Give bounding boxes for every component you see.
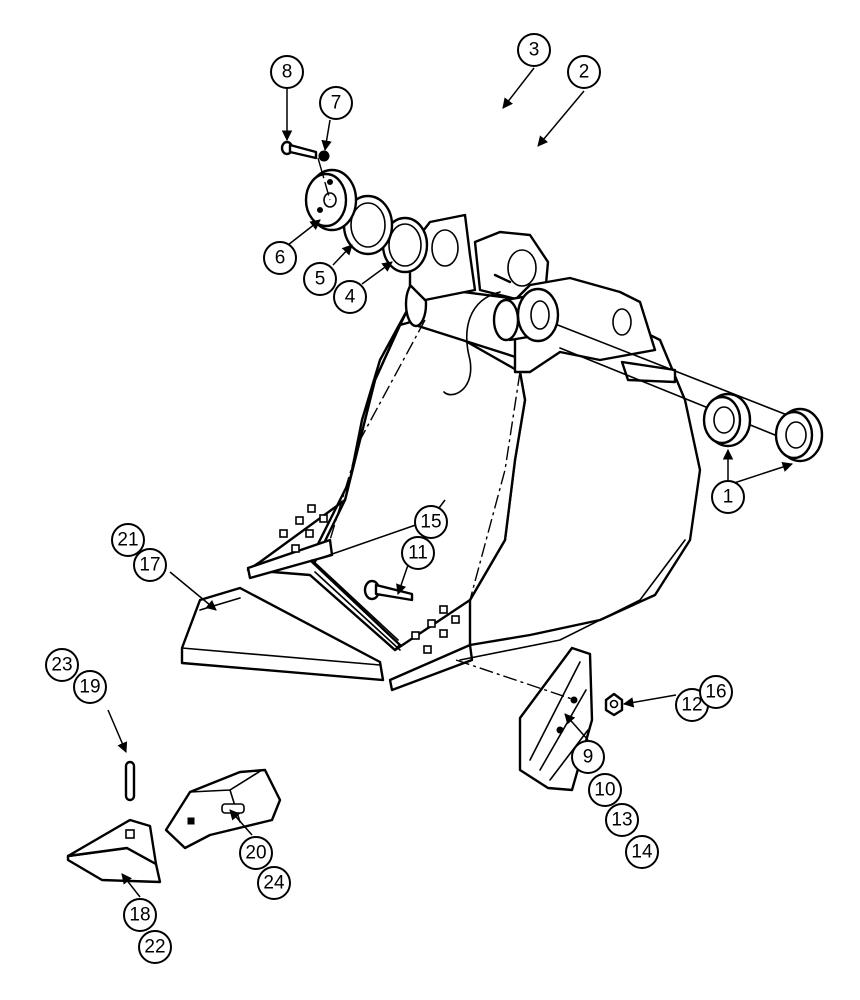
svg-text:19: 19 bbox=[79, 677, 100, 698]
svg-text:14: 14 bbox=[631, 842, 653, 863]
svg-text:4: 4 bbox=[345, 287, 356, 308]
svg-text:13: 13 bbox=[611, 810, 632, 831]
callout-24: 24 bbox=[257, 866, 291, 900]
callout-4: 4 bbox=[333, 280, 367, 314]
callout-13: 13 bbox=[605, 803, 639, 837]
callout-7: 7 bbox=[319, 86, 353, 120]
bushing-2[interactable] bbox=[492, 287, 560, 343]
callout-21: 21 bbox=[111, 523, 145, 557]
callout-11: 11 bbox=[401, 536, 435, 570]
tooth-pin-19[interactable] bbox=[124, 760, 136, 802]
end-cap-6[interactable] bbox=[304, 168, 358, 232]
svg-text:18: 18 bbox=[129, 905, 150, 926]
svg-text:21: 21 bbox=[117, 530, 138, 551]
spring-pin-3[interactable] bbox=[493, 273, 512, 284]
svg-text:12: 12 bbox=[681, 695, 702, 716]
leader-lines bbox=[107, 67, 793, 898]
tooth-adapter-20[interactable] bbox=[164, 768, 282, 850]
svg-text:5: 5 bbox=[315, 269, 326, 290]
svg-text:10: 10 bbox=[594, 780, 615, 801]
bushing-1a[interactable] bbox=[702, 392, 752, 448]
callout-8: 8 bbox=[270, 55, 304, 89]
callout-15: 15 bbox=[414, 505, 448, 539]
nut-12[interactable] bbox=[604, 692, 624, 717]
cap-bolt-axis bbox=[317, 157, 331, 201]
svg-text:1: 1 bbox=[723, 487, 734, 508]
callout-1: 1 bbox=[711, 480, 745, 514]
callout-3: 3 bbox=[517, 33, 551, 67]
pin-3-path bbox=[443, 291, 501, 396]
svg-text:23: 23 bbox=[51, 655, 72, 676]
svg-text:22: 22 bbox=[144, 937, 165, 958]
callout-5: 5 bbox=[303, 262, 337, 296]
svg-text:3: 3 bbox=[529, 40, 540, 61]
callout-18: 18 bbox=[123, 898, 157, 932]
svg-text:11: 11 bbox=[408, 543, 428, 564]
svg-text:7: 7 bbox=[331, 93, 342, 114]
side-cutter-bolt-axis bbox=[455, 659, 576, 701]
bushing-1b[interactable] bbox=[774, 407, 824, 463]
svg-text:20: 20 bbox=[245, 843, 266, 864]
svg-text:2: 2 bbox=[579, 62, 590, 83]
callout-20: 20 bbox=[239, 836, 273, 870]
callout-2: 2 bbox=[567, 55, 601, 89]
svg-text:16: 16 bbox=[705, 682, 726, 703]
svg-text:17: 17 bbox=[139, 555, 160, 576]
svg-text:24: 24 bbox=[263, 873, 285, 894]
callout-6: 6 bbox=[263, 241, 297, 275]
callout-16: 16 bbox=[699, 675, 733, 709]
callout-9: 9 bbox=[571, 740, 605, 774]
bolt-8[interactable] bbox=[280, 140, 318, 160]
svg-text:9: 9 bbox=[583, 747, 594, 768]
tooth-18[interactable] bbox=[66, 818, 162, 884]
callout-14: 14 bbox=[625, 835, 659, 869]
svg-text:8: 8 bbox=[282, 62, 293, 83]
callout-22: 22 bbox=[138, 930, 172, 964]
callout-17: 17 bbox=[133, 548, 167, 582]
svg-text:15: 15 bbox=[420, 512, 441, 533]
callout-23: 23 bbox=[45, 648, 79, 682]
callout-19: 19 bbox=[73, 670, 107, 704]
callout-10: 10 bbox=[588, 773, 622, 807]
cutting-edge-17[interactable] bbox=[180, 586, 385, 682]
pivot-pin-axis bbox=[544, 319, 813, 451]
lock-washer-7[interactable] bbox=[318, 150, 330, 162]
svg-text:6: 6 bbox=[275, 248, 286, 269]
